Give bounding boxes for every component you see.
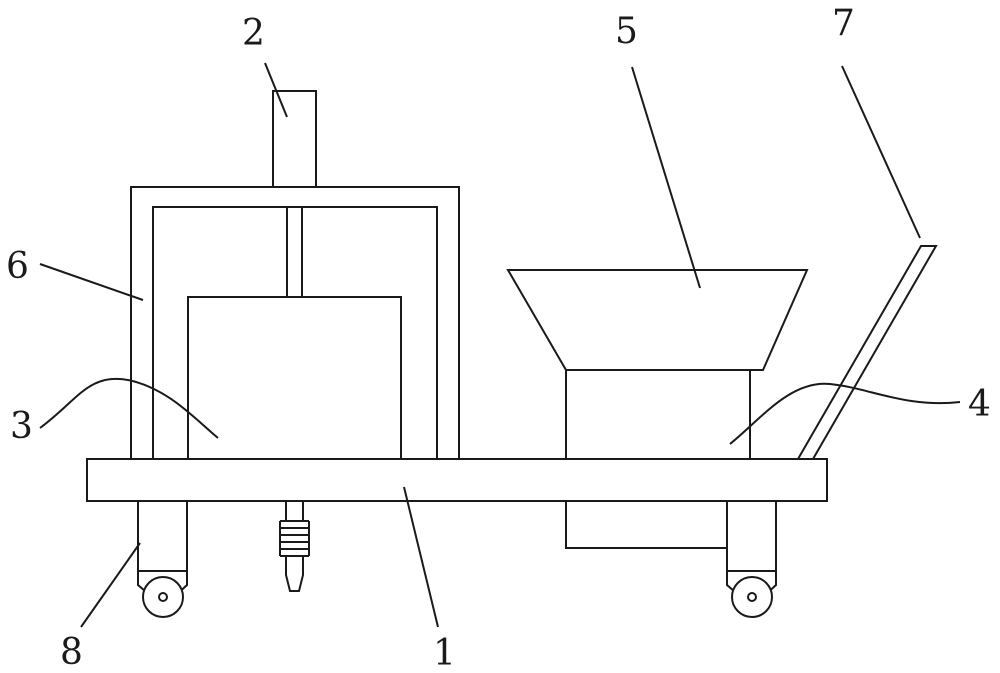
- leader-1: [403, 486, 439, 628]
- label-7: 7: [832, 3, 855, 44]
- box-left: [187, 296, 402, 460]
- leader-4: [729, 382, 961, 445]
- box-right: [565, 369, 751, 460]
- hopper: [506, 269, 809, 371]
- wheel-left: [137, 500, 188, 618]
- wheel-right: [726, 500, 777, 618]
- label-8: 8: [60, 632, 83, 673]
- handle: [796, 245, 938, 460]
- leader-3: [39, 377, 219, 439]
- leader-5: [631, 66, 701, 289]
- label-3: 3: [10, 406, 33, 447]
- leader-2: [264, 62, 288, 118]
- label-5: 5: [615, 11, 638, 52]
- leader-6: [39, 263, 144, 301]
- leader-8: [80, 542, 141, 628]
- press-shaft: [286, 206, 303, 298]
- label-6: 6: [6, 246, 29, 287]
- lower-container: [565, 501, 727, 549]
- leader-lines: [39, 62, 961, 628]
- label-2: 2: [242, 13, 265, 54]
- label-4: 4: [968, 384, 991, 425]
- drill-bit: [279, 500, 310, 592]
- motor: [272, 90, 317, 188]
- base-plate: [86, 458, 828, 502]
- leader-7: [841, 65, 921, 239]
- label-1: 1: [433, 633, 456, 673]
